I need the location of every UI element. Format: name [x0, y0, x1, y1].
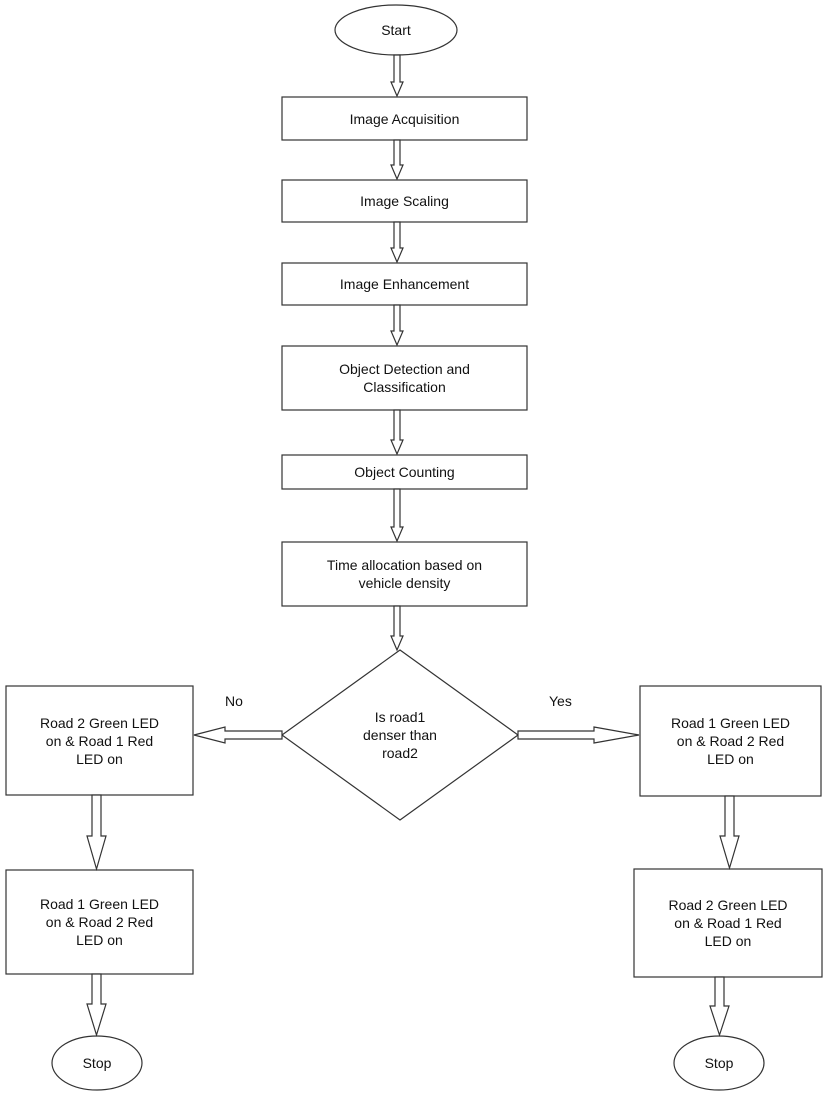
detection-label: Object Detection and Classification — [339, 361, 470, 395]
arrow-acquisition-to-scaling — [390, 139, 404, 181]
yes-step2-box — [633, 868, 823, 978]
start-label: Start — [381, 22, 411, 38]
acquisition-box — [281, 96, 528, 141]
arrow-enhancement-to-detection — [390, 304, 404, 347]
acquisition-label: Image Acquisition — [349, 110, 460, 127]
no-step1-box — [5, 685, 194, 796]
counting-box — [281, 454, 528, 490]
edge-label-no: No — [225, 693, 243, 709]
decision-diamond — [280, 649, 520, 821]
decision-label: Is road1 denser than road2 — [363, 709, 437, 761]
detection-box — [281, 345, 528, 411]
no-stop-terminal — [51, 1035, 143, 1091]
no-step2-box — [5, 869, 194, 975]
arrow-start-to-acquisition — [390, 54, 404, 98]
arrow-decision-to-yes — [517, 726, 640, 744]
yes-stop-terminal — [673, 1035, 765, 1091]
arrow-detection-to-counting — [390, 409, 404, 456]
enhancement-label: Image Enhancement — [339, 276, 470, 292]
no-step1-label: Road 2 Green LED on & Road 1 Red LED on — [39, 714, 160, 767]
yes-step1-label: Road 1 Green LED on & Road 2 Red LED on — [670, 715, 791, 767]
arrow-yes-step2-to-stop — [709, 976, 730, 1037]
arrow-decision-to-no — [193, 726, 283, 744]
arrow-counting-to-allocation — [390, 488, 404, 543]
arrow-yes-step1-to-step2 — [719, 795, 740, 871]
no-step2-label: Road 1 Green LED on & Road 2 Red LED on — [39, 896, 160, 948]
scaling-box — [281, 179, 528, 223]
enhancement-box — [281, 262, 528, 306]
yes-step2-label: Road 2 Green LED on & Road 1 Red LED on — [668, 897, 788, 949]
arrow-scaling-to-enhancement — [390, 221, 404, 264]
counting-label: Object Counting — [354, 464, 455, 480]
scaling-label: Image Scaling — [360, 193, 449, 209]
yes-step1-box — [639, 685, 822, 797]
allocation-label: Time allocation based on vehicle density — [326, 557, 483, 591]
arrow-allocation-to-decision — [390, 605, 404, 652]
arrow-no-step2-to-stop — [86, 973, 107, 1038]
yes-stop-label: Stop — [704, 1055, 734, 1071]
no-stop-label: Stop — [82, 1055, 112, 1071]
allocation-box — [281, 541, 528, 607]
edge-label-yes: Yes — [549, 693, 572, 709]
arrow-no-step1-to-step2 — [86, 794, 107, 872]
